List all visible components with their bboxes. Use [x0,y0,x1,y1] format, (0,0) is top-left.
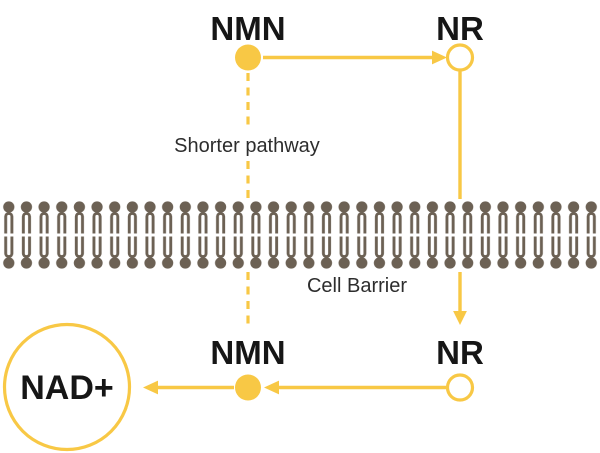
nr-bottom-label: NR [436,334,484,371]
cell-barrier-caption: Cell Barrier [307,275,407,297]
nr-top-node [445,43,475,72]
cell-membrane [0,200,600,270]
nad-plus-circle [2,322,132,452]
arrowhead-left-icon [143,380,158,395]
nmn-top-label: NMN [210,10,285,47]
nr-top-label: NR [436,10,484,47]
shorter-pathway-caption: Shorter pathway [174,135,320,157]
nmn-bottom-label: NMN [210,334,285,371]
nr-transport-arrow-bottom [453,272,467,325]
nmn-bottom-node [235,374,261,401]
arrowhead-down-icon [453,311,467,325]
nr-to-nmn-arrow [264,380,447,395]
nmn-to-nr-arrow [263,50,447,65]
nad-plus-label: NAD+ [20,369,114,407]
nmn-top-node [235,44,261,71]
nr-bottom-node [445,373,475,402]
arrowhead-left-icon [264,380,279,395]
arrowhead-right-icon [432,50,447,65]
nmn-to-nad-arrow [143,380,234,395]
